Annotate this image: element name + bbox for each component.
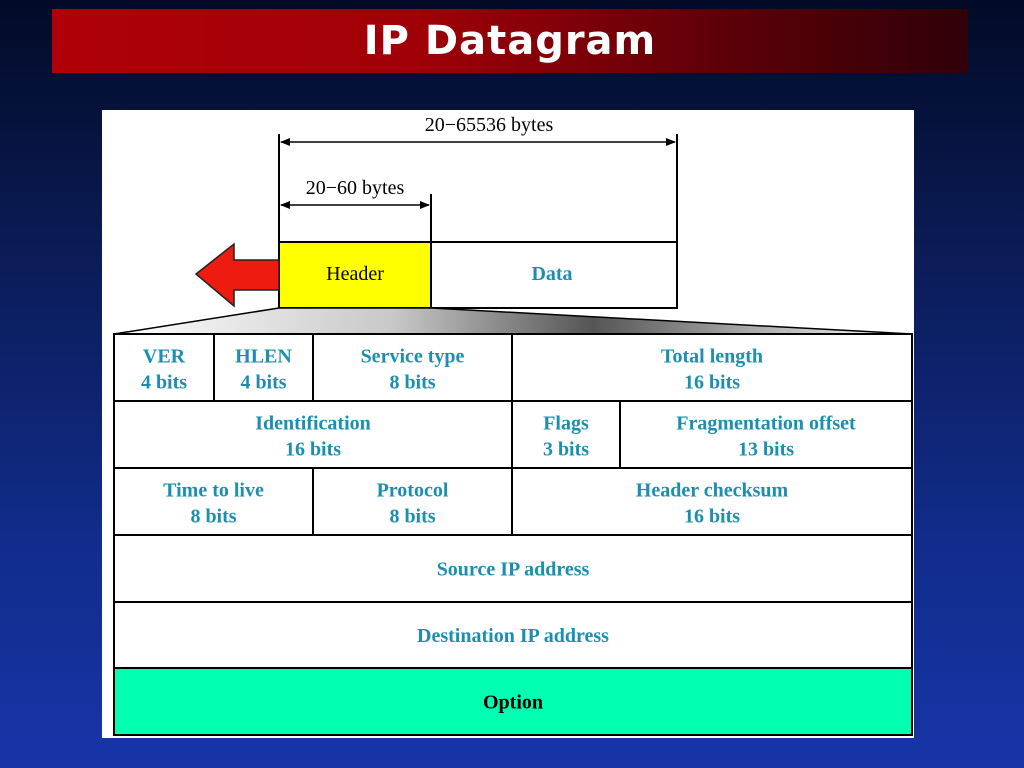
source-ip-address-name: Source IP address — [437, 559, 590, 581]
ip-datagram-diagram: 20−65536 bytes 20−60 bytes Header Data V… — [113, 114, 913, 736]
option-cell — [113, 667, 913, 736]
total-range-label: 20−65536 bytes — [425, 114, 554, 136]
destination-ip-address-name: Destination IP address — [417, 625, 609, 647]
title-bar: IP Datagram — [52, 9, 968, 73]
total-length-cell — [511, 333, 913, 402]
ver-name: VER — [143, 346, 186, 368]
source-ip-address-cell — [113, 534, 913, 603]
expansion-fan — [113, 307, 913, 335]
header-box-label: Header — [326, 263, 384, 285]
identification-name: Identification — [255, 413, 371, 435]
flags-name: Flags — [543, 413, 589, 435]
identification-cell — [113, 400, 513, 469]
header-box — [278, 241, 432, 309]
protocol-name: Protocol — [377, 480, 449, 502]
time-to-live-bits: 8 bits — [190, 506, 236, 528]
data-box-label: Data — [531, 263, 572, 285]
ver-cell — [113, 333, 215, 402]
total-length-name: Total length — [661, 346, 763, 368]
diagram-panel: 20−65536 bytes 20−60 bytes Header Data V… — [102, 110, 914, 738]
left-arrow-icon — [194, 242, 280, 308]
service-type-cell — [312, 333, 513, 402]
total-length-bits: 16 bits — [684, 372, 740, 394]
fragmentation-offset-name: Fragmentation offset — [676, 413, 856, 435]
header-checksum-name: Header checksum — [636, 480, 789, 502]
fragmentation-offset-cell — [619, 400, 913, 469]
identification-bits: 16 bits — [285, 439, 341, 461]
service-type-bits: 8 bits — [389, 372, 435, 394]
data-box — [430, 241, 678, 309]
service-type-name: Service type — [361, 346, 465, 368]
ver-bits: 4 bits — [141, 372, 187, 394]
flags-bits: 3 bits — [543, 439, 589, 461]
protocol-cell — [312, 467, 513, 536]
option-name: Option — [483, 692, 543, 714]
header-checksum-cell — [511, 467, 913, 536]
hlen-bits: 4 bits — [240, 372, 286, 394]
hlen-name: HLEN — [235, 346, 292, 368]
slide-title: IP Datagram — [363, 18, 657, 64]
header-field-table: VER 4 bits HLEN 4 bits Service type 8 bits Tot… — [113, 333, 913, 736]
header-checksum-bits: 16 bits — [684, 506, 740, 528]
destination-ip-address-cell — [113, 601, 913, 669]
header-range-label: 20−60 bytes — [306, 177, 405, 199]
fragmentation-offset-bits: 13 bits — [738, 439, 794, 461]
protocol-bits: 8 bits — [389, 506, 435, 528]
time-to-live-name: Time to live — [163, 480, 264, 502]
